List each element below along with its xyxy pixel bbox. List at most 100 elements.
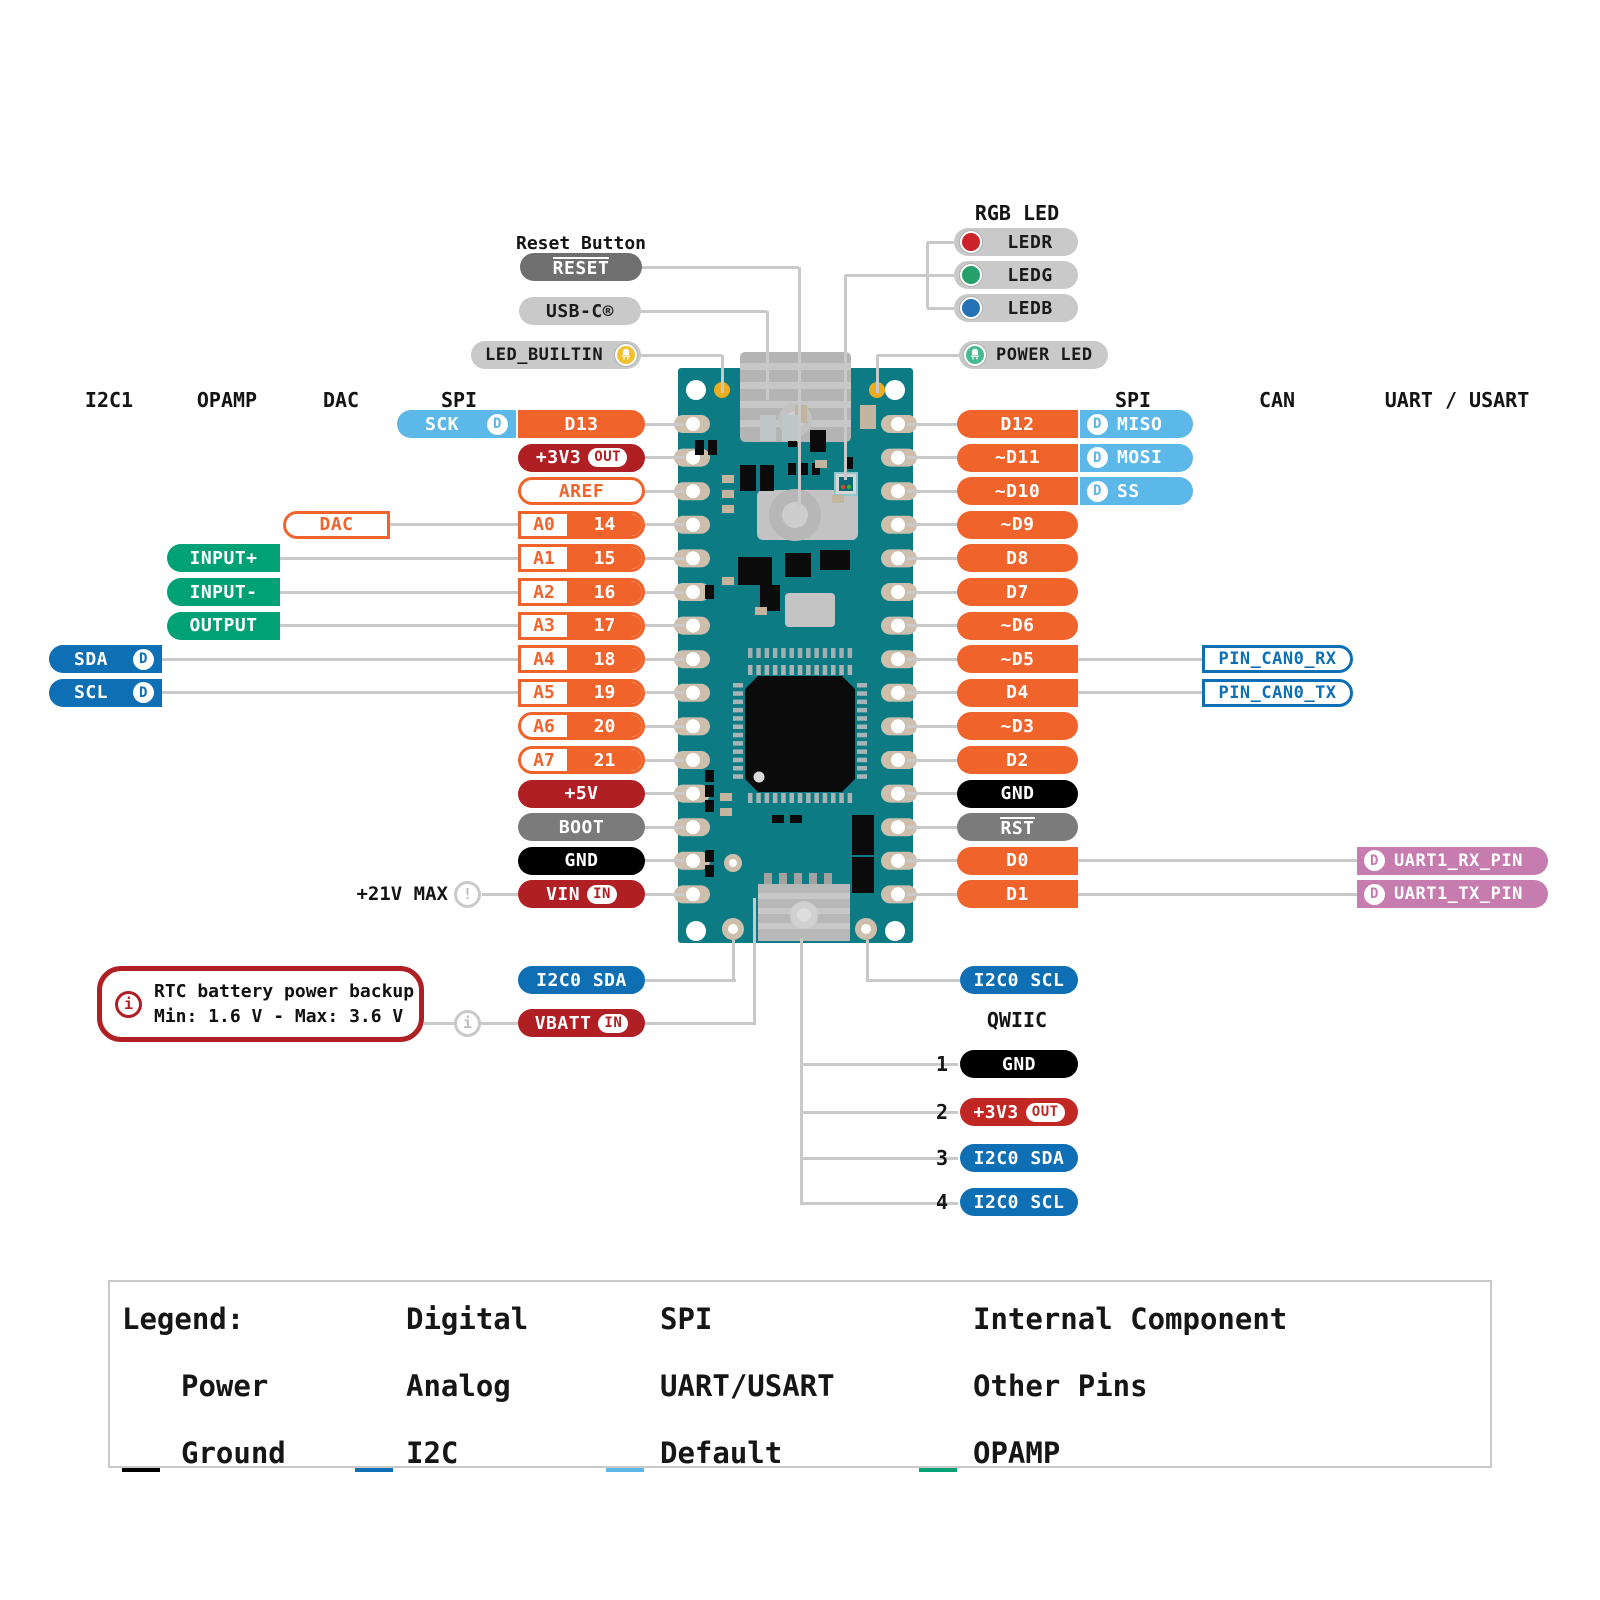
connector-line xyxy=(280,556,518,560)
pin-label: SDA xyxy=(73,648,108,670)
pin-label: I2C0 SCL xyxy=(973,1191,1065,1213)
pin-label: 20 xyxy=(567,715,642,738)
connector-line xyxy=(641,353,722,357)
pin-label: AREF xyxy=(558,480,605,502)
pin-label: MISO xyxy=(1117,413,1163,435)
connector-line xyxy=(280,624,518,628)
pin-label: INPUT- xyxy=(189,581,258,603)
pin-d13: D13 xyxy=(518,410,645,438)
connector-line xyxy=(645,859,684,863)
legend-label: Digital xyxy=(406,1302,529,1336)
connector-line xyxy=(907,556,957,560)
direction-badge: IN xyxy=(587,884,617,904)
pin-label: D7 xyxy=(1006,581,1029,603)
pin-label: D0 xyxy=(1006,850,1029,872)
pin-d12: D12 xyxy=(957,410,1078,438)
pin-label: POWER LED xyxy=(996,345,1093,365)
info-icon: i xyxy=(115,990,142,1018)
pin-label: D4 xyxy=(1006,682,1029,704)
connector-line xyxy=(645,724,684,728)
pin-label: RST xyxy=(1000,816,1035,839)
pin-label: I2C0 SCL xyxy=(973,969,1065,991)
connector-line xyxy=(645,657,684,661)
default-indicator-icon: D xyxy=(133,682,154,704)
connector-line xyxy=(907,792,957,796)
pin-pin-can0-tx: PIN_CAN0_TX xyxy=(1202,678,1353,707)
connector-line xyxy=(645,422,684,426)
connector-line xyxy=(799,938,803,1205)
connector-line xyxy=(801,1201,958,1205)
legend-label: Default xyxy=(660,1436,783,1470)
pin-label: VIN xyxy=(546,883,581,905)
pin-label: ~D6 xyxy=(1000,615,1035,637)
connector-line xyxy=(801,1110,958,1114)
legend-label: Analog xyxy=(406,1369,511,1403)
ledr-led-icon xyxy=(960,231,982,253)
pin-label: A4 xyxy=(533,648,555,670)
pin-i2c0-scl: I2C0 SCL xyxy=(960,1188,1078,1216)
pin-gnd: GND xyxy=(518,846,645,875)
column-header-opamp: OPAMP xyxy=(196,388,258,412)
column-header-dac: DAC xyxy=(322,388,360,412)
connector-line xyxy=(801,1156,958,1160)
ledg-led-icon xyxy=(960,264,982,286)
pin-dac: DAC xyxy=(283,510,390,539)
connector-line xyxy=(162,691,518,695)
pin-label: 16 xyxy=(567,581,642,603)
connector-line xyxy=(645,556,684,560)
connector-line xyxy=(801,1062,958,1066)
pin-label: ~D11 xyxy=(994,447,1041,469)
connector-line xyxy=(1078,892,1357,896)
pin-i2c0-sda: I2C0 SDA xyxy=(518,966,645,994)
pin-sda: SDA D xyxy=(49,645,162,674)
legend xyxy=(108,1280,1492,1468)
connector-line xyxy=(866,978,960,982)
pin-label: +3V3 xyxy=(535,447,582,469)
pin-label: BOOT xyxy=(558,816,605,838)
pin-ledg: LEDG xyxy=(954,261,1078,289)
connector-line xyxy=(731,940,735,982)
connector-line xyxy=(645,792,684,796)
pin-d1: D1 xyxy=(957,880,1078,909)
pin-gnd: GND xyxy=(957,779,1078,808)
pin-label: I2C0 SDA xyxy=(536,969,627,991)
default-indicator-icon: D xyxy=(1364,850,1385,872)
connector-line xyxy=(875,355,879,393)
pin-i2c0-scl: I2C0 SCL xyxy=(960,966,1078,994)
reset-button-caption: Reset Button xyxy=(515,233,647,254)
default-indicator-icon: D xyxy=(1087,447,1108,469)
pin-label: RESET xyxy=(552,256,610,279)
legend-label: Internal Component xyxy=(973,1302,1288,1336)
connector-line xyxy=(907,691,957,695)
legend-label: OPAMP xyxy=(973,1436,1061,1470)
pin-input+: INPUT+ xyxy=(167,544,280,573)
pin-label: PIN_CAN0_RX xyxy=(1218,649,1337,670)
pin-label: LED_BUILTIN xyxy=(485,345,604,365)
connector-line xyxy=(1078,657,1202,661)
connector-line xyxy=(845,273,954,277)
pin-aref: AREF xyxy=(518,477,645,506)
column-header: CAN xyxy=(1258,388,1296,412)
pin-label: GND xyxy=(564,850,599,872)
pin-~d9: ~D9 xyxy=(957,510,1078,539)
pin-label: 14 xyxy=(567,513,642,536)
pin-pin-can0-rx: PIN_CAN0_RX xyxy=(1202,645,1353,674)
connector-line xyxy=(907,456,957,460)
default-indicator-icon: D xyxy=(133,648,154,670)
pin-~d6: ~D6 xyxy=(957,611,1078,640)
legend-label: SPI xyxy=(660,1302,713,1336)
connector-line xyxy=(907,724,957,728)
pin-label: OUTPUT xyxy=(189,615,258,637)
connector-line xyxy=(752,898,756,1024)
pin-label: +3V3 xyxy=(973,1101,1019,1123)
connector-line xyxy=(642,265,799,269)
